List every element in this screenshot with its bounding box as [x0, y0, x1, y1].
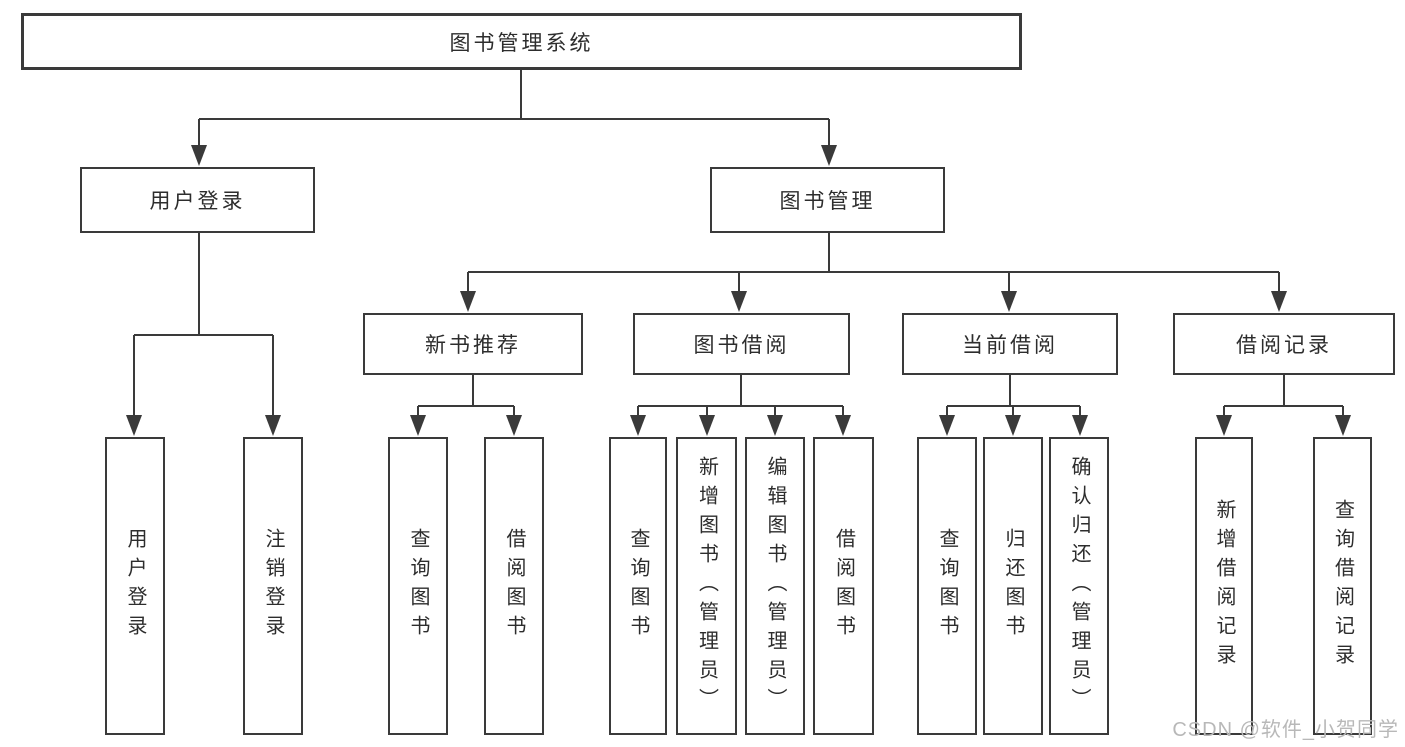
node-leaf-logout: 注销登录 [243, 437, 303, 735]
node-leaf-user-login: 用户登录 [105, 437, 165, 735]
connector-book-management-children [460, 233, 1287, 312]
node-system-root: 图书管理系统 [21, 13, 1022, 70]
node-leaf-add-book-admin: 新增图书（管理员） [676, 437, 737, 735]
node-leaf-query-book-1-label: 查询图书 [407, 528, 429, 644]
node-book-management: 图书管理 [710, 167, 945, 233]
node-leaf-edit-book-admin-label: 编辑图书（管理员） [764, 455, 786, 717]
node-current-borrow-label: 当前借阅 [962, 334, 1058, 357]
node-leaf-query-book-3-label: 查询图书 [936, 528, 958, 644]
node-leaf-query-book-3: 查询图书 [917, 437, 977, 735]
node-leaf-borrow-book-2: 借阅图书 [813, 437, 874, 735]
node-borrow-record-label: 借阅记录 [1236, 334, 1332, 357]
connector-borrow-record-children [1216, 374, 1351, 436]
node-leaf-borrow-book-1: 借阅图书 [484, 437, 544, 735]
node-leaf-add-borrow-record-label: 新增借阅记录 [1213, 499, 1235, 673]
connector-book-borrow-children [630, 374, 851, 436]
node-user-login: 用户登录 [80, 167, 315, 233]
node-leaf-logout-label: 注销登录 [262, 528, 284, 644]
node-borrow-record: 借阅记录 [1173, 313, 1395, 375]
node-leaf-user-login-label: 用户登录 [124, 528, 146, 644]
csdn-watermark: CSDN @软件_小贺同学 [1172, 719, 1399, 741]
node-book-borrow-label: 图书借阅 [693, 334, 790, 357]
node-leaf-return-book-label: 归还图书 [1002, 528, 1024, 644]
connector-new-book-children [410, 374, 522, 436]
node-leaf-query-book-2-label: 查询图书 [627, 528, 649, 644]
node-book-management-label: 图书管理 [779, 190, 876, 213]
node-leaf-confirm-return-admin: 确认归还（管理员） [1049, 437, 1109, 735]
node-current-borrow: 当前借阅 [902, 313, 1118, 375]
node-leaf-confirm-return-admin-label: 确认归还（管理员） [1068, 455, 1090, 717]
node-leaf-add-book-admin-label: 新增图书（管理员） [695, 455, 718, 717]
node-leaf-add-borrow-record: 新增借阅记录 [1195, 437, 1253, 735]
connector-user-login-children [126, 233, 281, 436]
node-book-borrow: 图书借阅 [633, 313, 850, 375]
node-leaf-query-book-2: 查询图书 [609, 437, 667, 735]
node-leaf-query-book-1: 查询图书 [388, 437, 448, 735]
connector-root-to-level2 [191, 69, 837, 166]
node-leaf-borrow-book-1-label: 借阅图书 [503, 528, 525, 644]
node-leaf-return-book: 归还图书 [983, 437, 1043, 735]
node-new-book-recommend-label: 新书推荐 [425, 334, 521, 357]
node-leaf-borrow-book-2-label: 借阅图书 [832, 528, 855, 644]
node-new-book-recommend: 新书推荐 [363, 313, 583, 375]
node-leaf-query-borrow-record: 查询借阅记录 [1313, 437, 1372, 735]
node-leaf-edit-book-admin: 编辑图书（管理员） [745, 437, 805, 735]
node-system-root-label: 图书管理系统 [449, 31, 594, 55]
connector-current-borrow-children [939, 374, 1088, 436]
node-user-login-label: 用户登录 [149, 190, 246, 213]
node-leaf-query-borrow-record-label: 查询借阅记录 [1331, 499, 1354, 673]
